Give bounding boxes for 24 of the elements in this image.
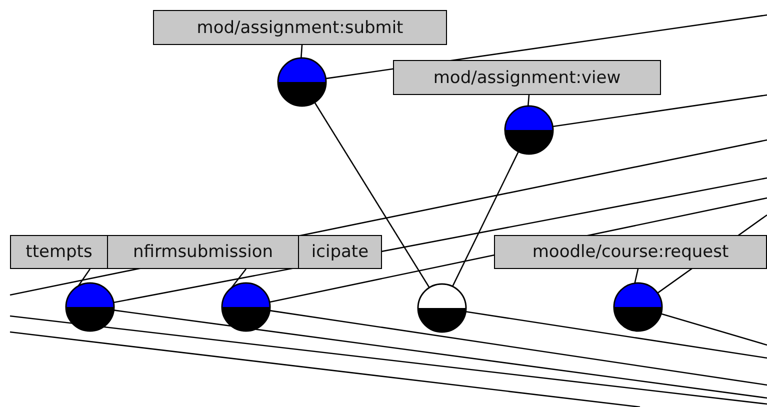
- concept-node: [416, 282, 468, 334]
- concept-node: [220, 281, 272, 333]
- connector-line: [270, 310, 767, 386]
- label-box: icipate: [298, 235, 382, 269]
- connector-line: [552, 94, 767, 128]
- label-box: mod/assignment:view: [393, 60, 661, 95]
- connector-line: [634, 268, 639, 284]
- connector-line: [300, 44, 303, 58]
- concept-node: [276, 56, 328, 108]
- concept-node: [64, 281, 116, 333]
- connector-line: [230, 268, 247, 288]
- connector-line: [78, 268, 91, 286]
- connector-line: [527, 94, 530, 106]
- connector-line: [114, 310, 767, 399]
- connector-line: [466, 311, 767, 359]
- concept-node: [612, 281, 664, 333]
- concept-node: [503, 104, 555, 156]
- connector-line: [660, 313, 767, 346]
- connector-line: [314, 102, 430, 288]
- label-box: moodle/course:request: [494, 235, 767, 269]
- label-box: mod/assignment:submit: [153, 10, 447, 45]
- connector-line: [452, 151, 520, 287]
- label-box: nfirmsubmission: [107, 235, 299, 269]
- label-box: ttempts: [10, 235, 108, 269]
